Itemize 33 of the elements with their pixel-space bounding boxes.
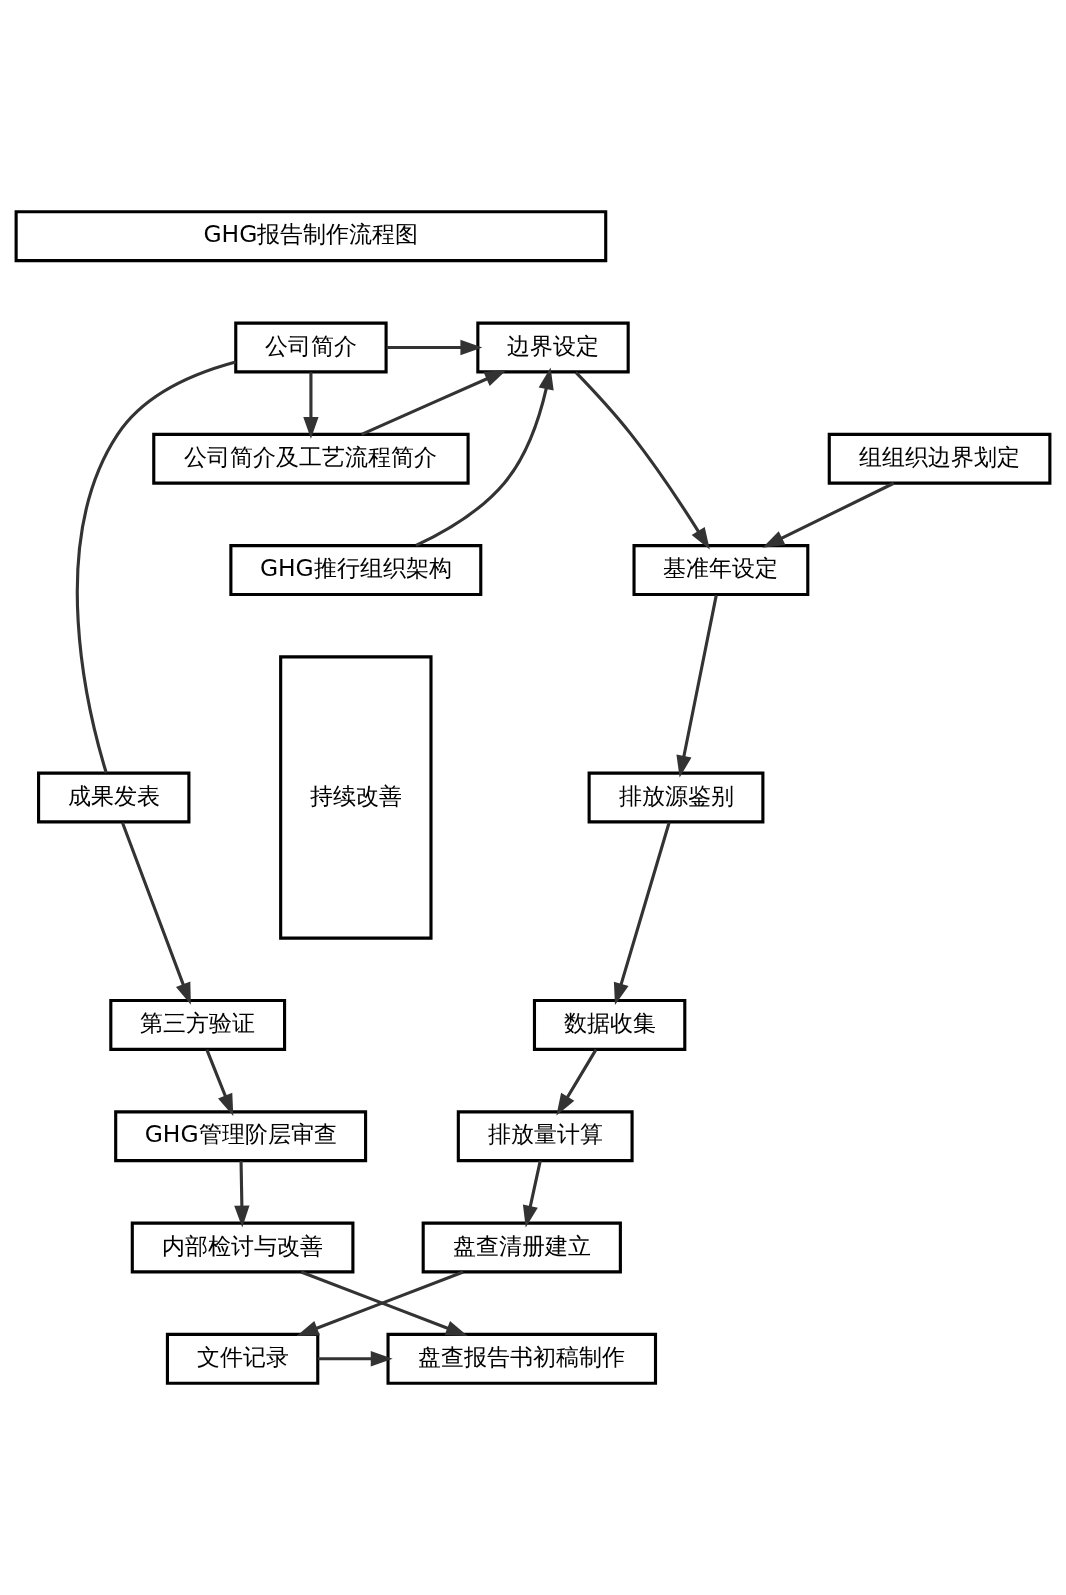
arrow bbox=[522, 1160, 542, 1228]
node-box: 盘查报告书初稿制作 bbox=[386, 1332, 658, 1385]
arrow bbox=[205, 1049, 234, 1116]
node-box: 文件记录 bbox=[165, 1332, 320, 1385]
node-box: 组组织边界划定 bbox=[827, 432, 1052, 485]
arrow bbox=[317, 1351, 393, 1367]
arrow bbox=[415, 367, 554, 547]
node-box: GHG管理阶层审查 bbox=[114, 1110, 368, 1163]
node-box: 持续改善 bbox=[279, 655, 433, 940]
arrow bbox=[386, 339, 483, 356]
node-box: 基准年设定 bbox=[632, 544, 810, 596]
node-box: GHG推行组织架构 bbox=[229, 544, 483, 596]
node-box: 边界设定 bbox=[476, 321, 630, 374]
node-box: 排放源鉴别 bbox=[587, 771, 765, 824]
arrow bbox=[762, 481, 895, 548]
arrow bbox=[613, 822, 671, 1005]
node-box: 数据收集 bbox=[532, 999, 687, 1051]
node-box: 排放量计算 bbox=[456, 1110, 634, 1163]
arrow bbox=[360, 370, 507, 436]
node-box: 内部检讨与改善 bbox=[130, 1221, 355, 1274]
node-box: GHG报告制作流程图 bbox=[14, 210, 608, 263]
node-box: 公司简介 bbox=[234, 321, 388, 374]
connector bbox=[75, 360, 237, 774]
arrow bbox=[120, 821, 191, 1005]
arrow bbox=[574, 371, 710, 550]
arrow bbox=[676, 594, 718, 778]
node-box: 成果发表 bbox=[37, 771, 191, 824]
node-box: 第三方验证 bbox=[109, 999, 287, 1051]
node-box: 公司简介及工艺流程简介 bbox=[152, 432, 470, 485]
node-box: 盘查清册建立 bbox=[421, 1221, 622, 1274]
arrow bbox=[303, 372, 319, 439]
arrow bbox=[556, 1048, 598, 1116]
arrow bbox=[234, 1160, 250, 1228]
